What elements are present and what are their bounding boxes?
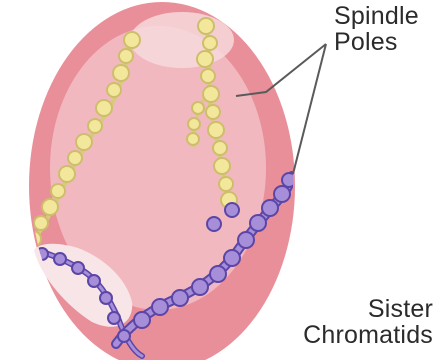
spindle-poles-leader-branch: [293, 44, 326, 174]
sister-label-line-2: Chromatids: [262, 322, 433, 348]
spindle-poles-label: Spindle Poles: [334, 3, 433, 56]
sister-label-line-1: Sister: [262, 296, 433, 322]
spindle-label-line-2: Poles: [334, 29, 433, 55]
sister-chromatids-label: Sister Chromatids: [262, 296, 433, 349]
cell-highlight: [130, 12, 234, 68]
spindle-label-line-1: Spindle: [334, 3, 433, 29]
